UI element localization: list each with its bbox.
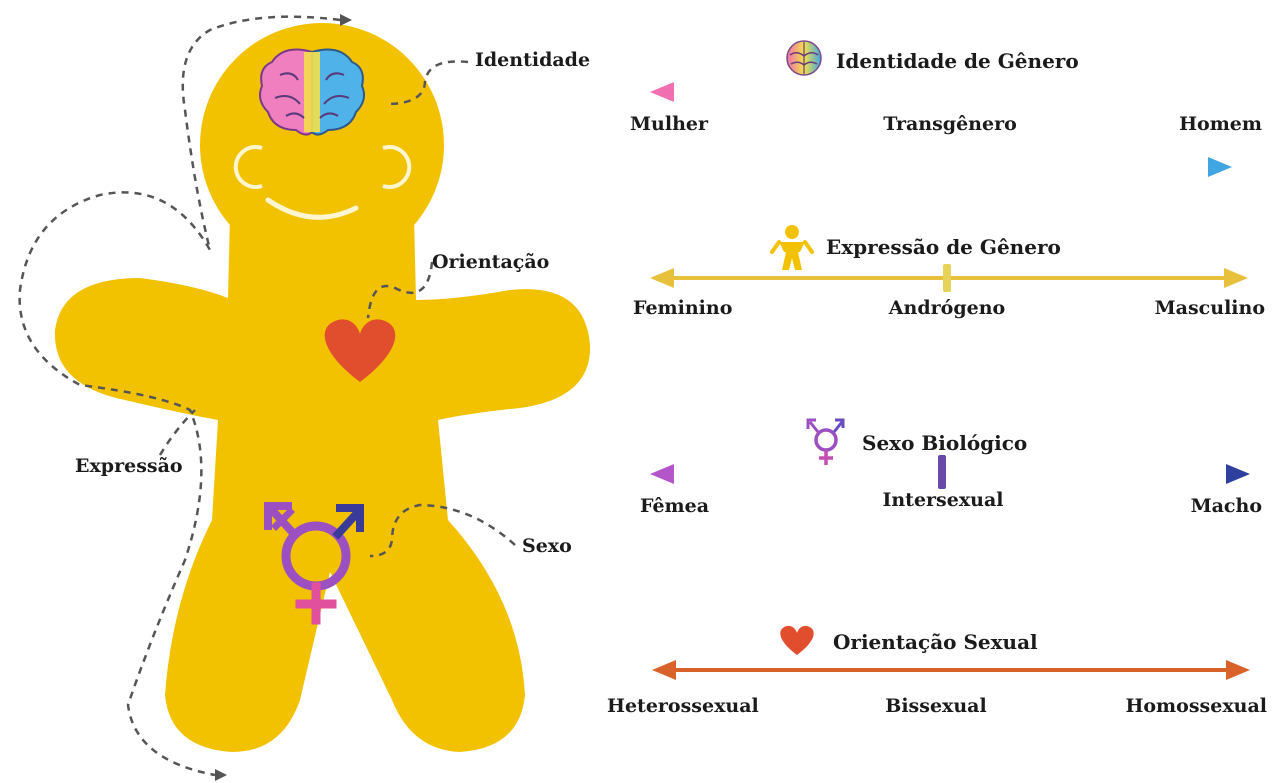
- spectrum-right-identity: Homem: [1179, 113, 1262, 135]
- sex-midpoint-marker: [938, 455, 946, 489]
- sex-arrowhead-left: [650, 464, 674, 484]
- spectrum-biological-sex: Sexo Biológico Fêmea Intersexual Macho: [640, 420, 1262, 517]
- spectrum-sexual-orientation: Orientação Sexual Heterossexual Bissexua…: [607, 626, 1267, 717]
- transgender-symbol-icon: [808, 420, 843, 465]
- spectrum-gender-identity: Identidade de Gênero Mulher Transgênero …: [630, 41, 1262, 177]
- spectrum-middle-orientation: Bissexual: [885, 695, 986, 717]
- spectrum-middle-identity: Transgênero: [883, 113, 1017, 135]
- spectrum-left-sex: Fêmea: [640, 495, 709, 517]
- expression-arrowhead-top: [340, 14, 352, 26]
- identity-arrowhead-left: [650, 82, 674, 102]
- spectrum-title-expression: Expressão de Gênero: [826, 235, 1061, 259]
- sex-arrowhead-right: [1226, 464, 1250, 484]
- expression-arrowhead-right: [1224, 268, 1248, 288]
- figure-torso: [55, 215, 590, 752]
- spectrum-middle-sex: Intersexual: [882, 489, 1003, 511]
- expression-label: Expressão: [75, 455, 183, 477]
- spectrum-left-identity: Mulher: [630, 113, 709, 135]
- orientation-arrowhead-left: [652, 660, 676, 680]
- spectrum-title-sex: Sexo Biológico: [862, 431, 1027, 455]
- gingerbread-figure: Identidade Orientação Expressão Sexo: [20, 14, 590, 781]
- expression-midpoint-marker: [943, 264, 951, 292]
- spectrum-left-expression: Feminino: [633, 297, 732, 319]
- spectrum-right-sex: Macho: [1191, 495, 1262, 517]
- spectrum-right-expression: Masculino: [1155, 297, 1265, 319]
- spectrum-title-identity: Identidade de Gênero: [836, 49, 1079, 73]
- brain-icon: [787, 41, 821, 75]
- brain-icon: [260, 50, 364, 135]
- spectrum-title-orientation: Orientação Sexual: [833, 630, 1038, 654]
- expression-arrowhead-left: [650, 268, 674, 288]
- orientation-label: Orientação: [432, 251, 549, 273]
- spectrum-right-orientation: Homossexual: [1125, 695, 1267, 717]
- expression-arrowhead-bottom: [215, 769, 227, 781]
- orientation-arrowhead-right: [1226, 660, 1250, 680]
- person-icon: [772, 225, 812, 270]
- identity-label: Identidade: [475, 49, 590, 71]
- spectrum-gender-expression: Expressão de Gênero Feminino Andrógeno M…: [633, 225, 1265, 319]
- identity-arrowhead-right: [1208, 157, 1232, 177]
- heart-icon: [780, 626, 813, 655]
- spectrum-left-orientation: Heterossexual: [607, 695, 759, 717]
- sex-label: Sexo: [522, 535, 572, 557]
- spectrum-middle-expression: Andrógeno: [888, 297, 1005, 319]
- expression-callout-line: [160, 410, 195, 455]
